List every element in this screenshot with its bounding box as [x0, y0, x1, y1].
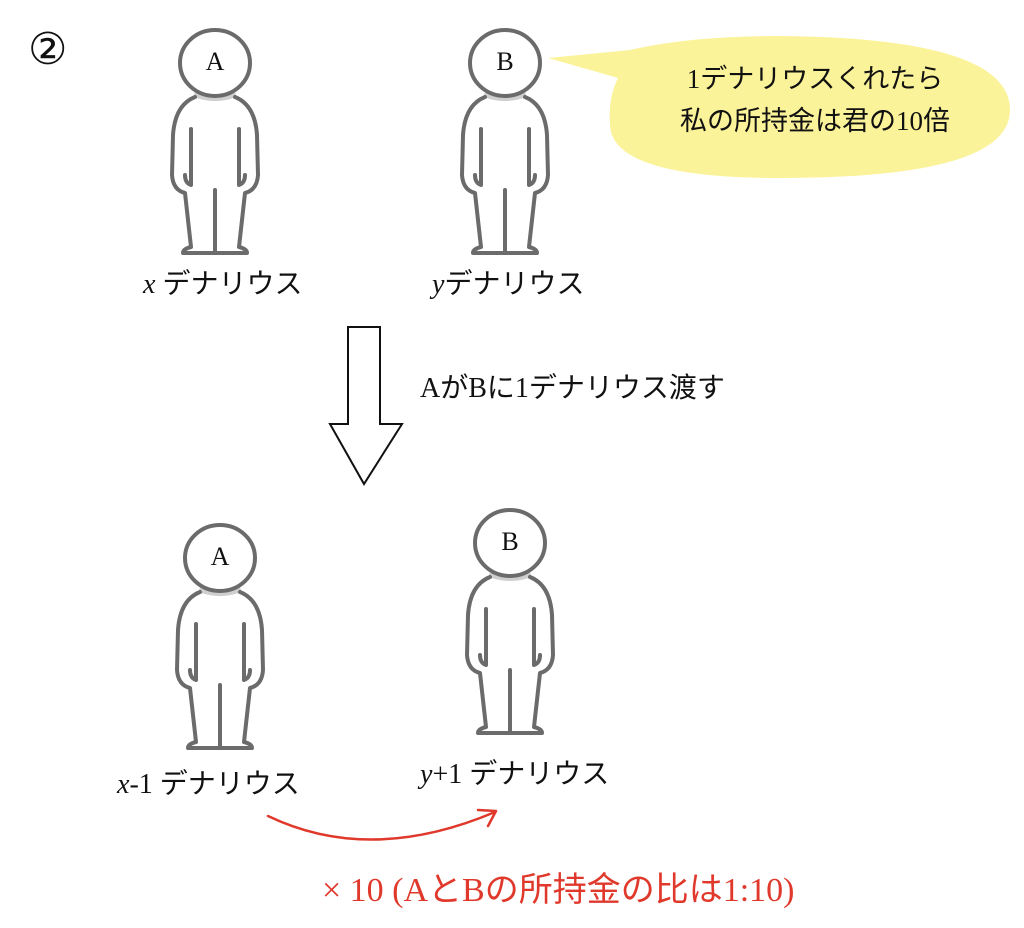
- person-a-amount-before: x デナリウス: [143, 269, 303, 300]
- speech-bubble: [548, 36, 1010, 178]
- curved-arrow-icon: [266, 808, 498, 841]
- person-a-before: A: [155, 25, 275, 255]
- ratio-label: × 10 (AとBの所持金の比は1:10): [322, 872, 795, 909]
- person-b-label: B: [496, 47, 514, 76]
- person-b-label: B: [501, 527, 519, 556]
- person-icon: [460, 28, 550, 255]
- speech-bubble-text: 1デナリウスくれたら 私の所持金は君の10倍: [650, 58, 980, 142]
- person-b-after: B: [450, 505, 570, 735]
- person-a-label: A: [210, 542, 230, 571]
- person-a-amount-after: x-1 デナリウス: [117, 769, 300, 800]
- speech-line-2: 私の所持金は君の10倍: [680, 106, 950, 136]
- person-icon: [465, 508, 555, 735]
- person-b-amount-before: yデナリウス: [432, 269, 585, 300]
- person-b-before: B: [445, 25, 565, 255]
- down-arrow-icon: [328, 326, 404, 486]
- person-icon: [170, 28, 260, 255]
- person-a-after: A: [160, 520, 280, 750]
- person-a-label: A: [205, 47, 225, 76]
- person-b-amount-after: y+1 デナリウス: [420, 759, 610, 790]
- action-label: AがBに1デナリウス渡す: [420, 373, 725, 404]
- person-icon: [175, 523, 265, 750]
- speech-line-1: 1デナリウスくれたら: [686, 64, 944, 94]
- step-number: ②: [28, 24, 68, 75]
